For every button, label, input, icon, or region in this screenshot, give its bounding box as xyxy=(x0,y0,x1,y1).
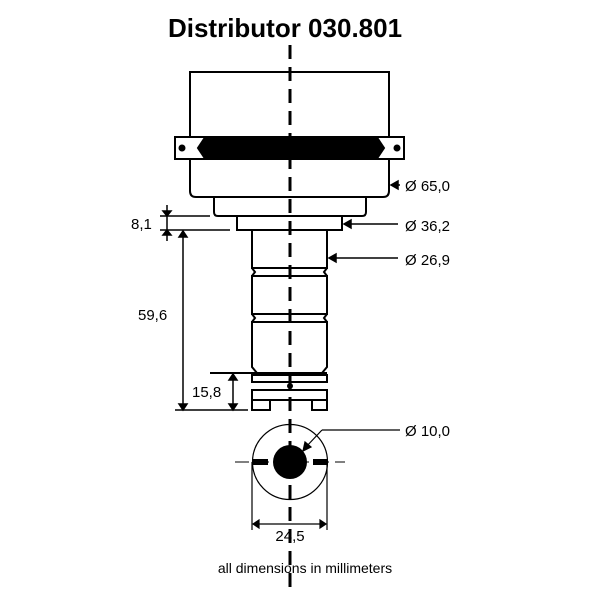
drive-foot-left xyxy=(251,399,271,411)
shaft-segment-1 xyxy=(251,229,328,269)
drawing-title: Distributor 030.801 xyxy=(168,13,402,43)
drive-bore xyxy=(273,445,307,479)
body-diameter-label: Ø 65,0 xyxy=(405,178,450,195)
drive-base xyxy=(251,389,328,401)
drive-height-label: 15,8 xyxy=(192,384,221,401)
drive-plate xyxy=(251,374,328,383)
collar-diameter-label: Ø 36,2 xyxy=(405,218,450,235)
shaft-length-label: 59,6 xyxy=(138,307,167,324)
drive-foot-right xyxy=(311,399,328,411)
drive-tang-right xyxy=(313,459,328,465)
drive-tang-left xyxy=(252,459,268,465)
distributor-side-view xyxy=(174,71,405,411)
units-caption: all dimensions in millimeters xyxy=(218,560,392,576)
shaft-segment-2 xyxy=(251,275,328,315)
groove-1 xyxy=(251,267,328,277)
distributor-cap-body xyxy=(189,71,390,198)
shaft-diameter-label: Ø 26,9 xyxy=(405,252,450,269)
flange-hole-left xyxy=(178,144,186,152)
drive-pin xyxy=(287,383,293,389)
drive-width-label: 24,5 xyxy=(275,528,304,545)
dimension-lines xyxy=(160,179,400,412)
distributor-bottom-view xyxy=(235,423,400,530)
cap-slot xyxy=(196,138,386,158)
drive-bore-label: Ø 10,0 xyxy=(405,423,450,440)
groove-2 xyxy=(251,313,328,323)
flange-hole-right xyxy=(393,144,401,152)
collar-height-label: 8,1 xyxy=(131,216,152,233)
